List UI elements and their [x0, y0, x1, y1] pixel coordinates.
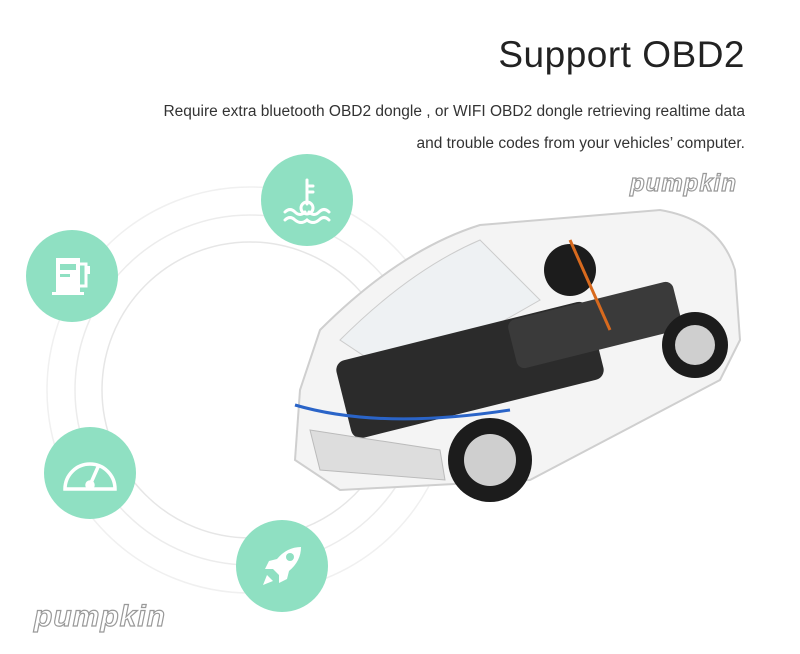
description: Require extra bluetooth OBD2 dongle , or…	[45, 96, 745, 160]
fuel-pump-badge	[26, 230, 118, 322]
coolant-temperature-badge	[261, 154, 353, 246]
coolant-temperature-icon	[283, 178, 331, 224]
pumpkin-logo: pumpkin	[33, 599, 166, 633]
fuel-pump-icon	[52, 258, 90, 295]
speedometer-icon	[63, 462, 117, 491]
description-line-2: and trouble codes from your vehicles’ co…	[416, 135, 745, 152]
car-cutaway-image	[293, 208, 742, 502]
page-title: Support OBD2	[498, 34, 745, 75]
rocket-badge	[236, 520, 328, 612]
pumpkin-logo-watermark: pumpkin	[629, 169, 737, 197]
speedometer-badge	[44, 427, 136, 519]
rocket-icon	[263, 547, 301, 585]
description-line-1: Require extra bluetooth OBD2 dongle , or…	[163, 103, 745, 120]
